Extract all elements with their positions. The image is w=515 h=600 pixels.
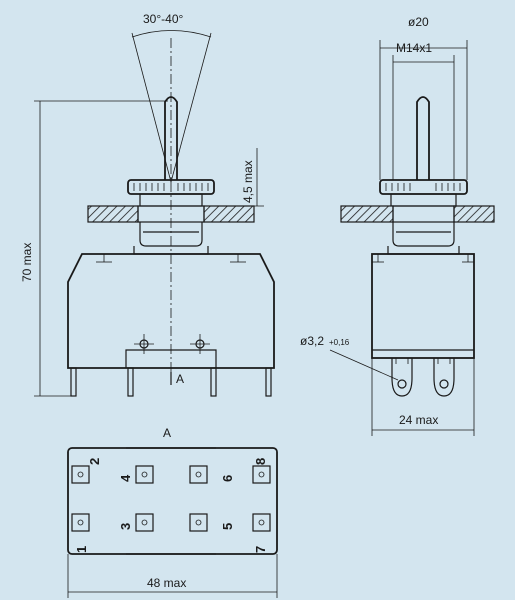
bushing-front <box>139 222 203 247</box>
nut-base-side <box>390 193 457 207</box>
terminal-number-7: 7 <box>253 546 268 553</box>
terminal-front <box>127 367 134 397</box>
hole-leader-line <box>329 349 399 381</box>
outer-diameter-label: ø20 <box>408 15 429 29</box>
terminal-number-8: 8 <box>253 458 268 465</box>
terminal-pad <box>135 513 154 532</box>
front-view: 30°-40° A <box>20 12 275 397</box>
terminal-pad <box>189 465 208 484</box>
bottom-view-title: A <box>163 426 171 440</box>
bushing-side <box>392 222 455 247</box>
panel-left-side <box>340 205 394 223</box>
terminal-front <box>265 367 272 397</box>
housing-front <box>67 253 275 369</box>
bushing-height-label: 4,5 max <box>241 160 255 203</box>
bottom-width-label: 48 max <box>147 576 186 590</box>
terminal-front <box>70 367 77 397</box>
terminal-number-5: 5 <box>220 523 235 530</box>
height-total-label: 70 max <box>20 243 34 282</box>
terminal-pad <box>252 465 271 484</box>
terminal-front <box>210 367 217 397</box>
section-marker: A <box>176 372 184 386</box>
terminal-hole-left <box>397 379 407 389</box>
angle-arc <box>131 30 212 38</box>
terminal-pad <box>71 513 90 532</box>
side-width-label: 24 max <box>399 413 438 427</box>
thread-label: M14x1 <box>396 41 432 55</box>
terminal-number-2: 2 <box>87 458 102 465</box>
terminal-side-left <box>391 358 413 397</box>
terminal-side-right <box>433 358 455 397</box>
terminal-number-1: 1 <box>74 546 89 553</box>
terminal-number-4: 4 <box>118 474 133 482</box>
hole-tolerance-label: +0,16 <box>329 338 350 347</box>
panel-right-front <box>203 205 255 223</box>
terminal-hole-right <box>439 379 449 389</box>
terminal-pad <box>252 513 271 532</box>
angle-label: 30°-40° <box>143 12 183 26</box>
lever-side <box>416 96 430 180</box>
terminal-pad <box>135 465 154 484</box>
terminal-number-3: 3 <box>118 523 133 530</box>
terminal-pad <box>71 465 90 484</box>
panel-right-side <box>453 205 495 223</box>
panel-left-front <box>87 205 139 223</box>
terminal-pad <box>189 513 208 532</box>
housing-side <box>371 253 475 359</box>
terminal-number-6: 6 <box>220 475 235 482</box>
hole-diameter-label: ø3,2 <box>300 334 324 348</box>
side-view: ø20 M14x1 ø3,2 <box>300 15 495 436</box>
bottom-view: A 1 2 3 4 5 6 7 8 48 max <box>67 426 278 598</box>
